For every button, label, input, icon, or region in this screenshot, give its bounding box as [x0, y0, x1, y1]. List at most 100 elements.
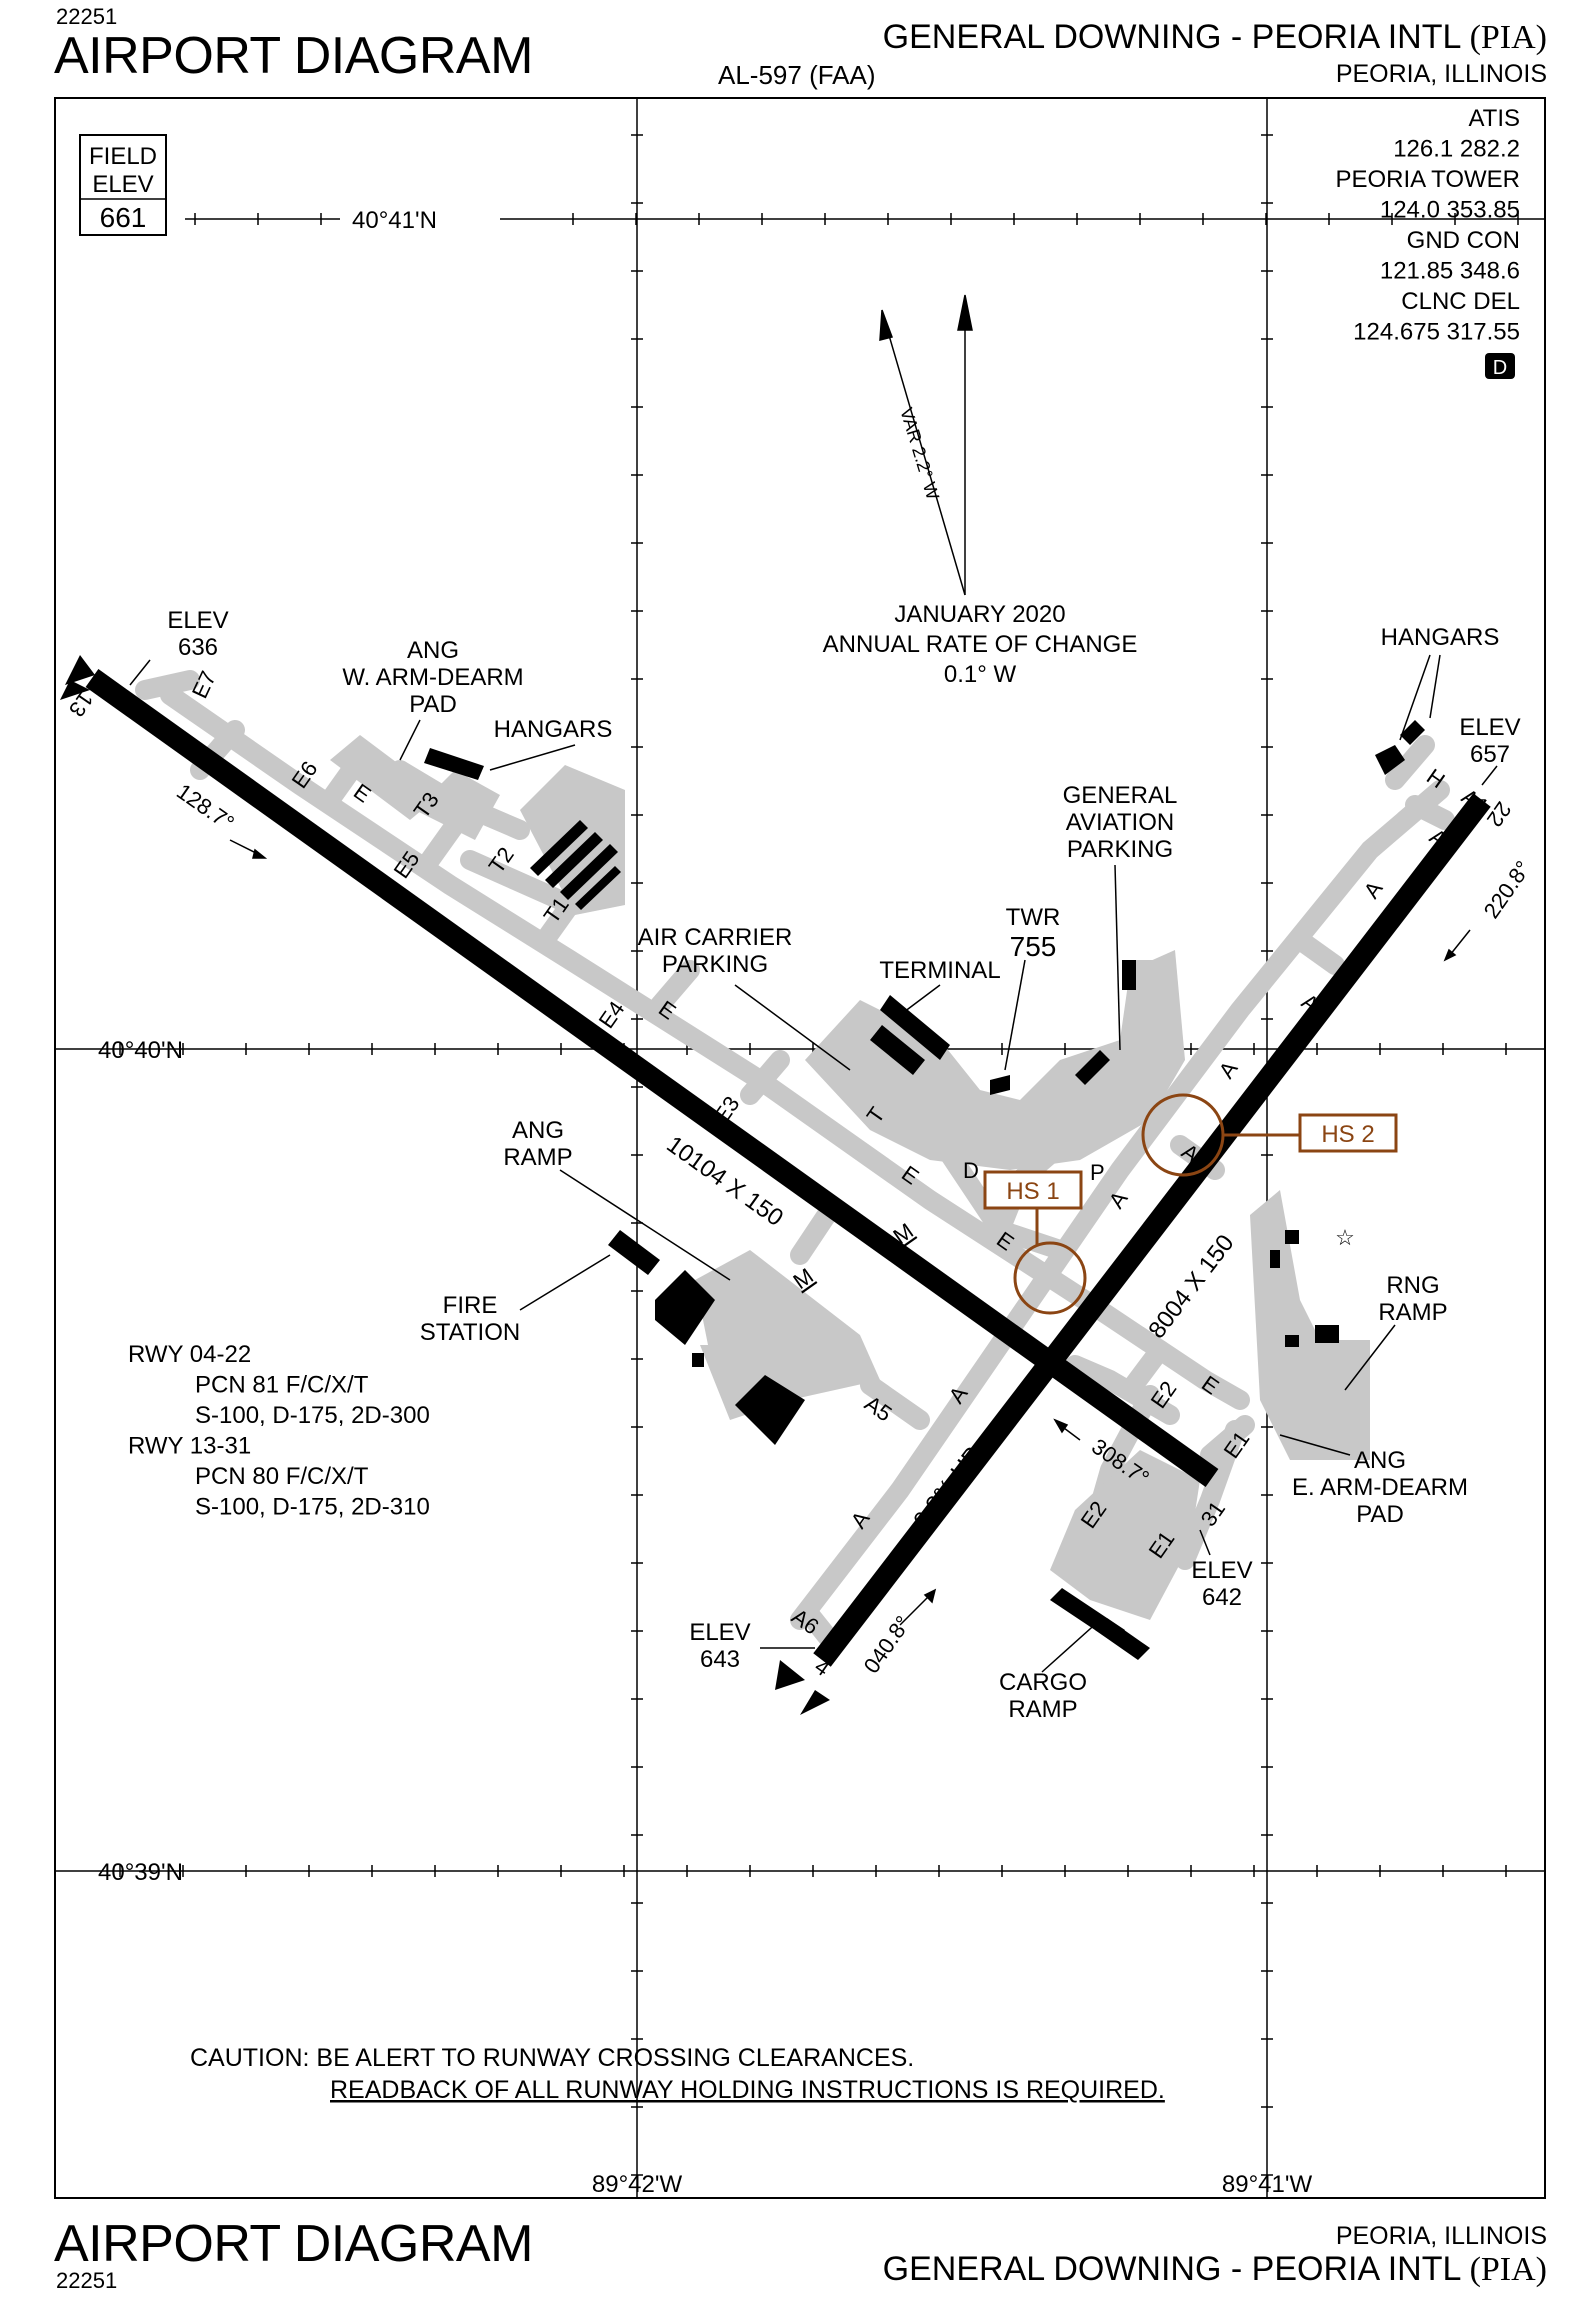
pcn-line: RWY 04-22 [128, 1341, 251, 1368]
hot-spot-1-circle [1013, 1241, 1087, 1315]
caution-line1: CAUTION: BE ALERT TO RUNWAY CROSSING CLE… [190, 2044, 914, 2072]
elev-636-value: 636 [178, 634, 218, 661]
terminal-label: TERMINAL [879, 957, 1000, 984]
location-bottom: PEORIA, ILLINOIS [1335, 2222, 1547, 2250]
lat-top-label: 40°41'N [352, 207, 437, 234]
runway-13-31 [85, 669, 1219, 1487]
variation-label: VAR 2.2° W [896, 405, 943, 502]
airport-name-bottom: GENERAL DOWNING - PEORIA INTL (PIA) [883, 2250, 1547, 2289]
ramps [330, 735, 1370, 1620]
hangars-ne: HANGARS [1381, 624, 1500, 651]
pcn-line: PCN 81 F/C/X/T [195, 1372, 369, 1399]
d-symbol-box [1485, 353, 1515, 379]
airport-code: (PIA) [1469, 19, 1547, 56]
fire-station-1: FIRE [443, 1292, 498, 1319]
graticule-ticks [119, 134, 1519, 2176]
ang-e-pad-1: ANG [1354, 1447, 1406, 1474]
elev-642-label: ELEV [1191, 1557, 1252, 1584]
chart-number: AL-597 (FAA) [718, 60, 876, 90]
runway-4-heading: 040.8° [859, 1611, 916, 1678]
hot-spot-2-label: HS 2 [1321, 1121, 1374, 1148]
ga-parking-3: PARKING [1067, 836, 1173, 863]
lon-left-label: 89°42'W [592, 2171, 683, 2198]
runway-13-31-dims: 10104 X 150 [662, 1131, 789, 1232]
pcn-line: S-100, D-175, 2D-300 [195, 1402, 430, 1429]
facility-labels: ANG W. ARM-DEARM PAD HANGARS HANGARS AIR… [342, 624, 1499, 1723]
taxiway-A-3: A [1359, 876, 1388, 903]
elev-657-label: ELEV [1459, 714, 1520, 741]
airport-name: GENERAL DOWNING - PEORIA INTL [882, 2250, 1461, 2288]
north-arrows [879, 294, 973, 596]
heading-arrows [229, 839, 1471, 1626]
taxiway-P: P [1090, 1160, 1105, 1185]
buildings [424, 720, 1425, 1660]
field-elev-value: 661 [100, 202, 147, 233]
ang-w-pad-3: PAD [409, 691, 457, 718]
lon-right-label: 89°41'W [1222, 2171, 1313, 2198]
elev-657-value: 657 [1470, 741, 1510, 768]
lat-mid-label: 40°40'N [98, 1037, 183, 1064]
frequency-line: 121.85 348.6 [1380, 258, 1520, 285]
chart-id-bottom: 22251 [56, 2268, 118, 2293]
elev-642-value: 642 [1202, 1584, 1242, 1611]
ga-parking-2: AVIATION [1066, 809, 1174, 836]
threshold-markers [60, 655, 830, 1715]
runway-04-22-dims: 8004 X 150 [1143, 1230, 1239, 1344]
hot-spots [983, 1093, 1398, 1315]
airport-code: (PIA) [1469, 2251, 1547, 2288]
elev-636-label: ELEV [167, 607, 228, 634]
variation-line2: ANNUAL RATE OF CHANGE [823, 631, 1138, 658]
map-frame [54, 97, 1546, 2199]
runway-22-heading: 220.8° [1479, 856, 1536, 923]
frequency-line: 126.1 282.2 [1393, 136, 1520, 163]
leader-lines [129, 654, 1498, 1673]
rng-ramp-2: RAMP [1378, 1299, 1447, 1326]
air-carrier-2: PARKING [662, 951, 768, 978]
frequency-line: ATIS [1468, 105, 1520, 132]
chart-id-top: 22251 [56, 4, 118, 29]
frequency-line: PEORIA TOWER [1336, 166, 1521, 193]
hot-spot-1-label: HS 1 [1006, 1178, 1059, 1205]
lat-bot-label: 40°39'N [98, 1859, 183, 1886]
airport-name: GENERAL DOWNING - PEORIA INTL [882, 18, 1461, 56]
caution-line2: READBACK OF ALL RUNWAY HOLDING INSTRUCTI… [330, 2076, 1165, 2104]
twr-label: TWR [1006, 904, 1061, 931]
frequency-line: GND CON [1407, 227, 1520, 254]
pcn-line: RWY 13-31 [128, 1433, 251, 1460]
hangars-w: HANGARS [494, 716, 613, 743]
variation-line1: JANUARY 2020 [894, 601, 1065, 628]
d-symbol: D [1493, 357, 1507, 379]
ang-w-pad-2: W. ARM-DEARM [342, 664, 523, 691]
taxiway-A-2: A [1214, 1056, 1243, 1083]
star-icon: ☆ [1335, 1225, 1355, 1250]
ang-w-pad-1: ANG [407, 637, 459, 664]
elev-643-value: 643 [700, 1646, 740, 1673]
pcn-line: S-100, D-175, 2D-310 [195, 1494, 430, 1521]
chart-title-bottom: AIRPORT DIAGRAM [54, 2215, 533, 2273]
runways [85, 669, 1491, 1667]
field-elev-line2: ELEV [92, 171, 153, 198]
taxiway-D: D [963, 1158, 979, 1183]
airport-name-top: GENERAL DOWNING - PEORIA INTL (PIA) [883, 18, 1547, 57]
field-elev-line1: FIELD [89, 143, 157, 170]
frequency-line: CLNC DEL [1401, 288, 1520, 315]
air-carrier-1: AIR CARRIER [638, 924, 793, 951]
ga-parking-1: GENERAL [1063, 782, 1178, 809]
chart-title-top: AIRPORT DIAGRAM [54, 27, 533, 85]
runway-04-22 [813, 793, 1491, 1667]
cargo-ramp-2: RAMP [1008, 1696, 1077, 1723]
cargo-ramp-1: CARGO [999, 1669, 1087, 1696]
ang-e-pad-3: PAD [1356, 1501, 1404, 1528]
frequency-line: 124.0 353.85 [1380, 197, 1520, 224]
ang-ramp-2: RAMP [503, 1144, 572, 1171]
twr-elev: 755 [1010, 931, 1057, 962]
ang-e-pad-2: E. ARM-DEARM [1292, 1474, 1468, 1501]
variation-line3: 0.1° W [944, 661, 1017, 688]
field-elev-box [79, 134, 167, 236]
location-top: PEORIA, ILLINOIS [1335, 60, 1547, 88]
frequency-line: 124.675 317.55 [1353, 319, 1520, 346]
elev-643-label: ELEV [689, 1619, 750, 1646]
rng-ramp-1: RNG [1386, 1272, 1439, 1299]
